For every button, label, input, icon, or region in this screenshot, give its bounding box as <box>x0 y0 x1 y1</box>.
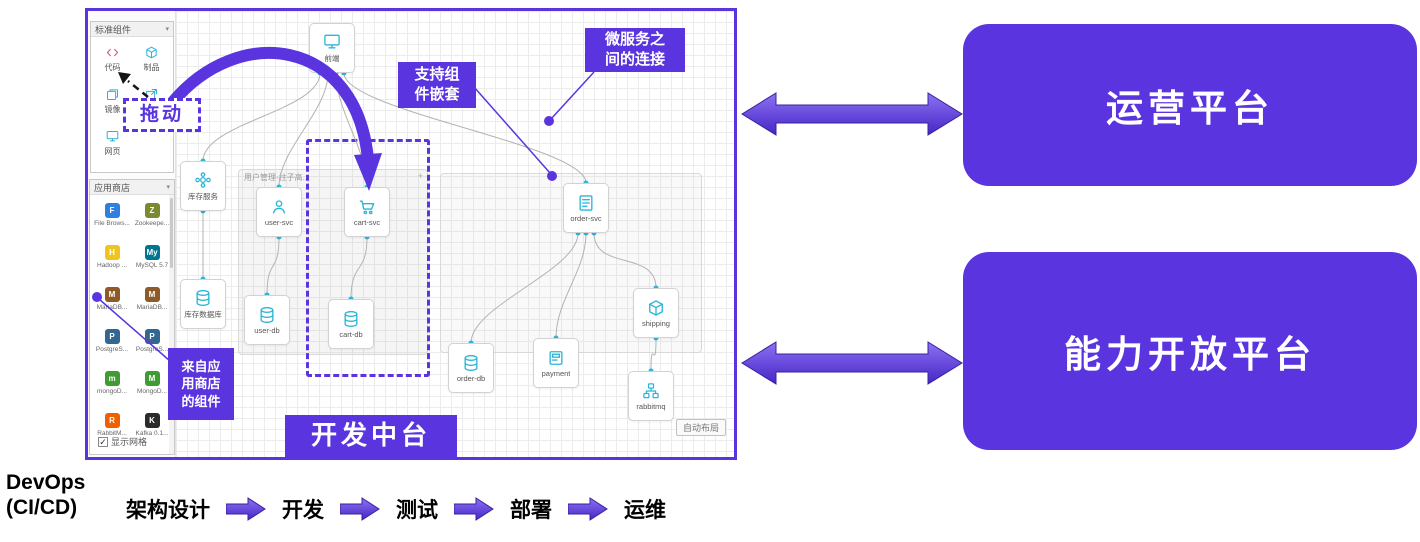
payment-icon <box>546 348 566 368</box>
node-layer: 前端库存服务 user-svc cart-svc order-svc 库存数据库 user… <box>88 11 734 457</box>
database-icon <box>193 288 213 308</box>
person-icon <box>269 197 289 217</box>
rabbitmq-icon: R <box>104 413 120 428</box>
mq-icon <box>641 381 661 401</box>
devops-line1: DevOps <box>6 471 86 494</box>
checkbox-check-icon[interactable]: ✓ <box>98 436 108 447</box>
file-browser-icon: F <box>104 203 120 218</box>
panel-header-appstore[interactable]: 应用商店 ▾ <box>90 180 174 195</box>
annotation-drag: 拖动 <box>123 98 201 132</box>
component-code[interactable]: 代码 <box>93 45 132 73</box>
canvas-node-order-svc[interactable]: order-svc <box>563 183 609 233</box>
capability-platform-label: 能力开放平台 <box>1064 334 1316 375</box>
canvas-node-user-svc[interactable]: user-svc <box>256 187 302 237</box>
mongodb-icon: m <box>104 371 120 386</box>
auto-layout-button[interactable]: 自动布局 <box>676 419 726 436</box>
annotation-nesting: 支持组 件嵌套 <box>398 62 476 108</box>
standard-components-panel: 标准组件 ▾ 代码制品镜像外部网页 <box>90 21 174 173</box>
devops-line2: (CI/CD) <box>6 496 78 519</box>
annotation-connections: 微服务之 间的连接 <box>585 28 685 72</box>
panel-title: 应用商店 <box>94 182 131 193</box>
code-icon <box>105 45 120 60</box>
canvas-node-payment[interactable]: payment <box>533 338 579 388</box>
panel-header-standard[interactable]: 标准组件 ▾ <box>91 22 173 37</box>
ops-platform-box: 运营平台 <box>963 24 1417 186</box>
flow-arrow-icon <box>568 497 608 521</box>
show-grid-checkbox[interactable]: ✓ 显示网格 <box>98 435 147 448</box>
canvas-node-frontend[interactable]: 前端 <box>309 23 355 73</box>
postgresql-icon: P <box>104 329 120 344</box>
devops-step: 测试 <box>396 499 438 522</box>
scrollbar[interactable] <box>169 195 174 454</box>
mariadb-icon: M <box>104 287 120 302</box>
flow-arrow-icon <box>454 497 494 521</box>
ops-platform-label: 运营平台 <box>1106 88 1274 129</box>
canvas-node-rabbitmq[interactable]: rabbitmq <box>628 371 674 421</box>
canvas-node-cart-db[interactable]: cart-db <box>328 299 374 349</box>
devops-title: DevOps (CI/CD) <box>6 470 85 520</box>
dev-platform-banner: 开发中台 <box>285 415 457 457</box>
component-webpage[interactable]: 网页 <box>93 129 132 157</box>
panel-title: 标准组件 <box>95 24 132 35</box>
devops-step: 架构设计 <box>126 499 210 522</box>
canvas-node-inventory-db[interactable]: 库存数据库 <box>180 279 226 329</box>
mysql-icon: My <box>144 245 160 260</box>
devops-step: 开发 <box>282 499 324 522</box>
chevron-down-icon: ▾ <box>166 184 170 191</box>
postgresql-icon: P <box>144 329 160 344</box>
monitor-icon <box>322 32 342 52</box>
mariadb-icon: M <box>144 287 160 302</box>
database-icon <box>341 309 361 329</box>
kafka-icon: K <box>144 413 160 428</box>
zookeeper-icon: Z <box>144 203 160 218</box>
cart-icon <box>357 197 377 217</box>
artifact-icon <box>144 45 159 60</box>
canvas-node-order-db[interactable]: order-db <box>448 343 494 393</box>
component-artifact[interactable]: 制品 <box>132 45 171 73</box>
bidirectional-arrow-top <box>741 92 963 136</box>
database-icon <box>257 305 277 325</box>
devops-step: 运维 <box>624 499 666 522</box>
chevron-down-icon: ▾ <box>165 26 169 33</box>
show-grid-label: 显示网格 <box>111 437 148 447</box>
flow-arrow-icon <box>340 497 380 521</box>
flow-arrow-icon <box>226 497 266 521</box>
component-image[interactable]: 镜像 <box>93 87 132 115</box>
annotation-from-store: 来自应 用商店 的组件 <box>168 348 234 420</box>
bidirectional-arrow-bottom <box>741 341 963 385</box>
canvas-node-shipping[interactable]: shipping <box>633 288 679 338</box>
image-icon <box>105 87 120 102</box>
mongodb-icon: M <box>144 371 160 386</box>
group-label: 用户管理-柱子高... <box>244 173 310 182</box>
canvas-node-inventory-svc[interactable]: 库存服务 <box>180 161 226 211</box>
webpage-icon <box>105 129 120 144</box>
order-icon <box>576 193 596 213</box>
canvas-node-user-db[interactable]: user-db <box>244 295 290 345</box>
database-icon <box>461 353 481 373</box>
hadoop-icon: H <box>104 245 120 260</box>
shipping-icon <box>646 298 666 318</box>
capability-platform-box: 能力开放平台 <box>963 252 1417 450</box>
devops-step: 部署 <box>510 499 552 522</box>
service-icon <box>193 170 213 190</box>
canvas-node-cart-svc[interactable]: cart-svc <box>344 187 390 237</box>
devops-flow: 架构设计 开发 测试 部署 运维 <box>126 494 666 524</box>
